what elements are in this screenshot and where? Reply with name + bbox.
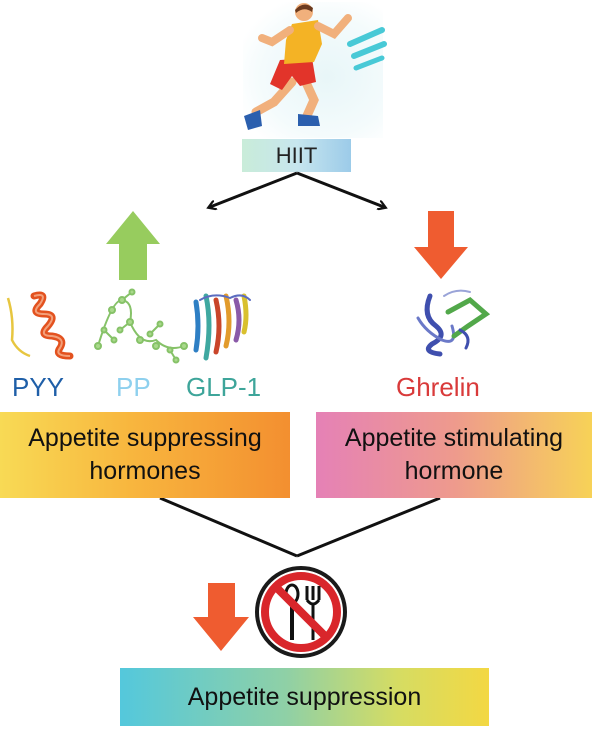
hormone-label-ghrelin: Ghrelin <box>396 372 480 402</box>
appetite-suppressing-box: Appetite suppressing hormones <box>0 412 290 498</box>
merge-line-left <box>159 496 298 558</box>
pyy-protein-structure-icon <box>6 291 74 360</box>
result-label: Appetite suppression <box>187 682 422 711</box>
hormone-label-pp: PP <box>116 372 151 402</box>
pp-protein-structure-icon <box>94 288 188 364</box>
glp1-protein-structure-icon <box>193 293 251 361</box>
ghrelin-protein-structure-icon <box>416 289 491 357</box>
box-left-line1: Appetite suppressing <box>28 424 262 452</box>
increase-arrow-icon <box>106 211 160 280</box>
merge-line-right <box>296 496 441 558</box>
appetite-stimulating-box: Appetite stimulating hormone <box>316 412 592 498</box>
branch-arrow-left <box>210 171 298 207</box>
appetite-suppression-box: Appetite suppression <box>120 668 489 726</box>
no-eating-icon <box>255 566 347 658</box>
decrease-arrow-icon <box>414 211 468 279</box>
box-left-line2: hormones <box>89 457 201 485</box>
branch-arrow-right <box>296 171 384 207</box>
box-right-line1: Appetite stimulating <box>344 424 564 452</box>
hormone-label-glp1: GLP-1 <box>186 372 262 402</box>
box-right-line2: hormone <box>404 457 504 485</box>
suppression-arrow-icon <box>193 583 249 651</box>
hiit-label: HIIT <box>242 139 351 172</box>
hormone-label-pyy: PYY <box>12 372 65 402</box>
